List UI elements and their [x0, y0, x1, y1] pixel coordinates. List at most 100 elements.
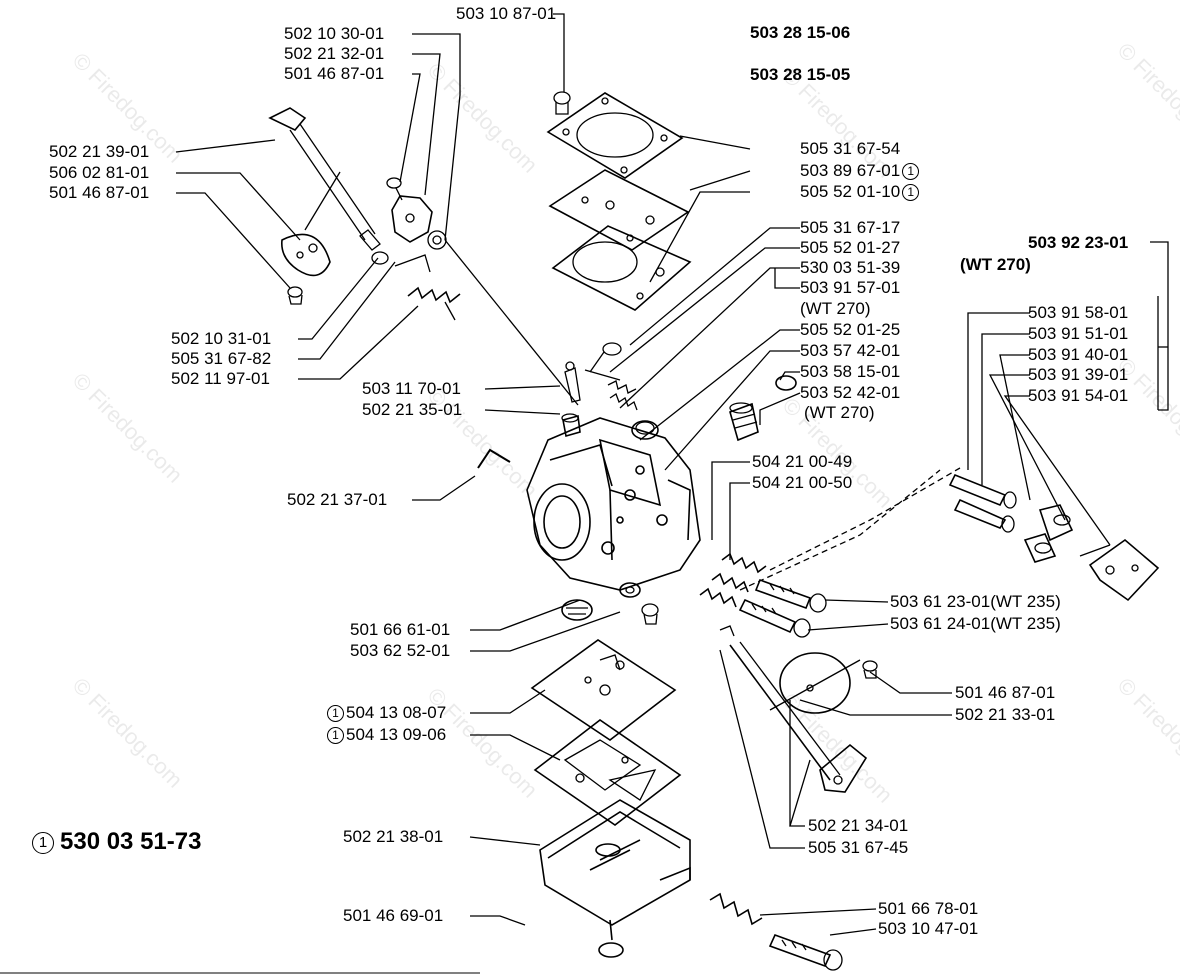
kit-title: 1 530 03 51-73 — [30, 828, 201, 856]
choke-plate-part — [769, 652, 861, 714]
diaphragm-part — [530, 639, 677, 741]
leader-line — [176, 192, 291, 289]
leader-line — [1003, 395, 1111, 546]
part-number: 503 89 67-01 — [800, 161, 901, 180]
throttle-plate-part — [281, 171, 341, 277]
filter-screen-part — [561, 599, 593, 621]
part-label: 501 46 87-01 — [284, 64, 385, 83]
set-note-marker: 1 — [32, 832, 54, 854]
part-label: 503 91 54-01 — [1028, 386, 1129, 405]
part-label: 503 91 58-01 — [1028, 303, 1129, 322]
inlet-needle-part — [564, 361, 581, 403]
limiter-cap-part — [1023, 504, 1074, 563]
leader-line — [298, 257, 379, 340]
part-label: 530 03 51-39 — [800, 258, 901, 277]
leader-line — [176, 172, 301, 241]
part-label: 503 52 42-01 — [800, 383, 901, 402]
adjusting-screw-part — [948, 473, 1017, 533]
part-label: 503 62 52-01 — [350, 641, 451, 660]
part-label: 503 58 15-01 — [800, 362, 901, 381]
sleeve-part — [561, 413, 581, 438]
part-label: 503 91 40-01 — [1028, 345, 1129, 364]
choke-shaft-part — [699, 587, 868, 793]
set-note-marker: 1 — [902, 163, 920, 180]
leader-line — [664, 350, 800, 471]
part-label: 504 21 00-49 — [752, 452, 853, 471]
part-label: 501 46 87-01 — [955, 683, 1056, 702]
part-label: 503 57 42-01 — [800, 341, 901, 360]
gasket-part — [533, 719, 682, 826]
leader-line — [988, 374, 1066, 521]
leader-line — [759, 392, 801, 425]
leader-line — [469, 836, 541, 846]
model-note: (WT 270) — [804, 403, 875, 422]
leader-line — [298, 261, 396, 360]
part-label: 502 11 97-01 — [171, 369, 270, 388]
header-part-number: 503 28 15-05 — [750, 65, 851, 84]
screw-part — [553, 91, 571, 115]
group-part-number: 503 92 23-01 — [1028, 233, 1129, 252]
part-label: 505 31 67-54 — [800, 139, 901, 158]
bent-wire-part — [477, 448, 511, 469]
leader-line — [759, 908, 877, 916]
pump-gasket-part — [548, 169, 690, 251]
part-number: 505 52 01-10 — [800, 182, 901, 201]
part-number: 503 61 24-01 — [890, 614, 991, 633]
model-note: (WT 235) — [990, 592, 1061, 611]
part-label: 502 21 37-01 — [287, 490, 388, 509]
throttle-lever-part — [371, 195, 447, 273]
part-label-with-note: 503 61 23-01(WT 235) — [890, 592, 1061, 612]
part-label: 501 46 87-01 — [49, 183, 150, 202]
part-number: 504 13 08-07 — [346, 703, 447, 722]
part-label: 505 52 01-25 — [800, 320, 901, 339]
part-label: 503 91 51-01 — [1028, 324, 1129, 343]
part-label: 503 10 47-01 — [878, 919, 979, 938]
limiter-plate-part — [1079, 538, 1160, 602]
leader-line — [711, 461, 750, 540]
model-note: (WT 270) — [800, 299, 871, 318]
part-number: 503 61 23-01 — [890, 592, 991, 611]
leader-line — [553, 13, 565, 92]
leader-line — [639, 329, 800, 441]
leader-line — [470, 689, 546, 714]
group-model-note: (WT 270) — [960, 255, 1031, 274]
part-label: 503 91 57-01 — [800, 278, 901, 297]
leader-line — [999, 354, 1031, 501]
leader-line — [298, 305, 419, 380]
adjusting-screw-part — [768, 933, 843, 971]
part-label: 506 02 81-01 — [49, 163, 150, 182]
leader-line — [412, 475, 476, 501]
leader-line — [470, 599, 581, 631]
spring-part — [407, 286, 461, 321]
set-note-marker: 1 — [902, 184, 920, 201]
kit-part-number: 530 03 51-73 — [60, 828, 202, 855]
screw-part — [287, 286, 303, 305]
part-label: 502 21 35-01 — [362, 400, 463, 419]
welch-plug-part — [775, 375, 797, 391]
leader-line — [679, 135, 751, 150]
leader-line — [689, 170, 751, 191]
model-note: (WT 235) — [990, 614, 1061, 633]
part-label: 502 21 32-01 — [284, 44, 385, 63]
adjusting-screw-part — [738, 598, 811, 638]
spring-part — [609, 393, 638, 411]
set-note-marker: 1 — [327, 705, 344, 722]
leader-line — [719, 649, 805, 849]
leader-line — [729, 482, 750, 560]
part-label: 502 21 39-01 — [49, 142, 150, 161]
leader-line — [799, 699, 952, 716]
part-label: 505 31 67-17 — [800, 218, 901, 237]
spring-part — [709, 892, 763, 926]
leader-line — [774, 268, 800, 289]
screw-part — [386, 177, 403, 201]
part-label: 501 46 69-01 — [343, 906, 444, 925]
leader-line — [829, 928, 877, 936]
leader-line — [869, 671, 952, 694]
part-label-with-note: 503 61 24-01(WT 235) — [890, 614, 1061, 634]
spring-part — [711, 552, 767, 593]
set-note-marker: 1 — [327, 727, 344, 744]
